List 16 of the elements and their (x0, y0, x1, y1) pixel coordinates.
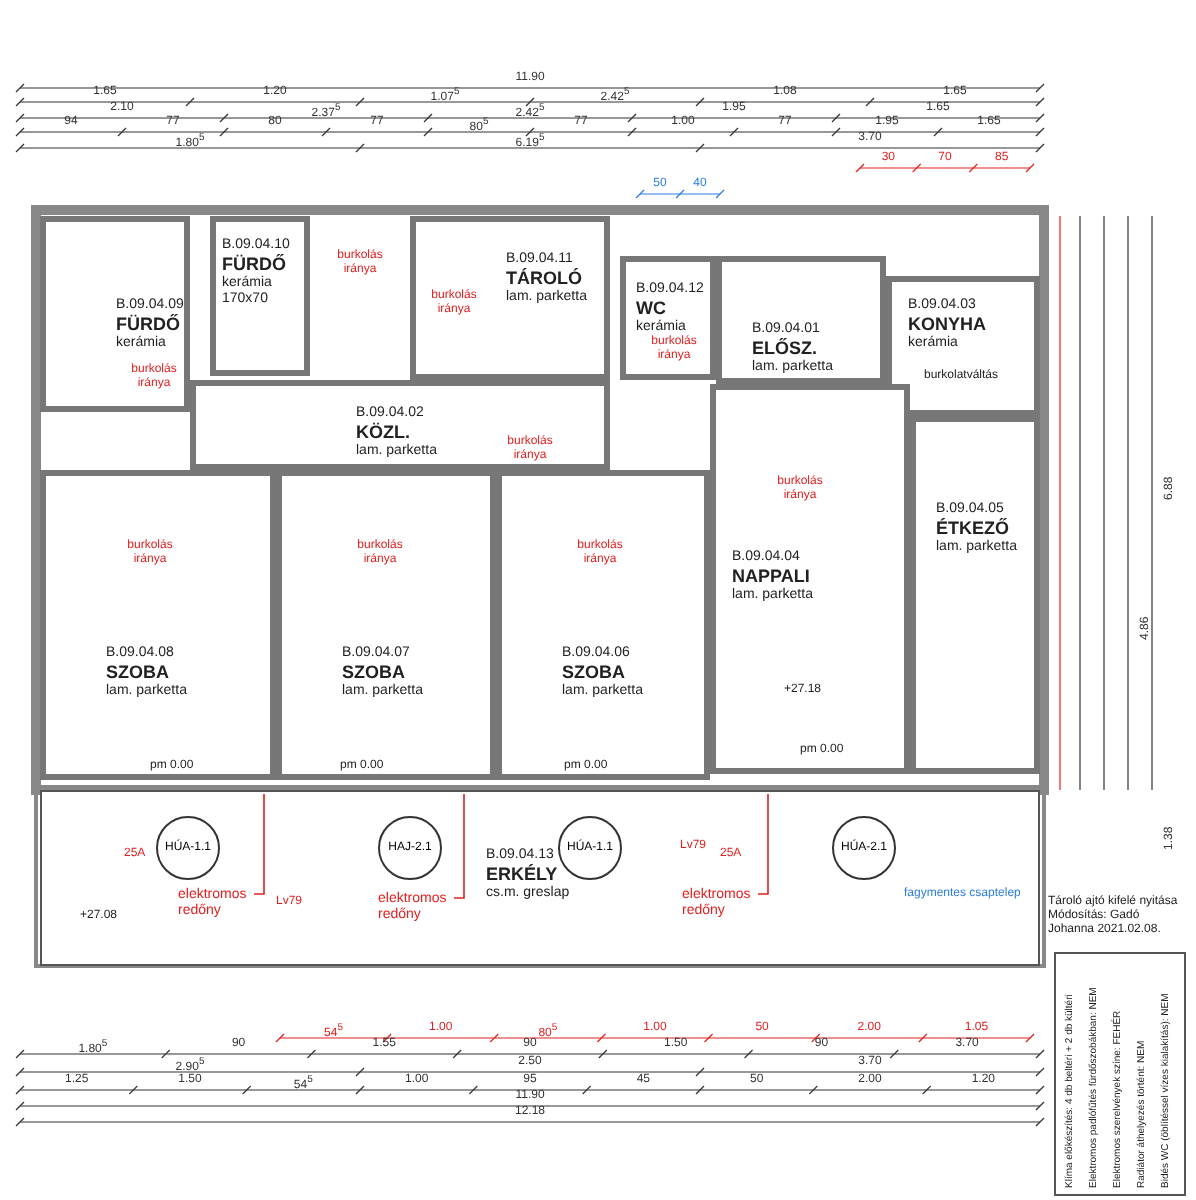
leader-line (757, 793, 769, 895)
balcony-area (40, 790, 1040, 966)
room-area (910, 416, 1040, 774)
room-area (210, 216, 310, 376)
room-area (276, 470, 496, 780)
room-area (190, 380, 610, 470)
room-area (496, 470, 710, 780)
room-area (40, 216, 190, 412)
room-area (716, 256, 886, 384)
room-area (710, 384, 910, 774)
room-area (886, 276, 1040, 416)
leader-line (253, 793, 265, 895)
leader-line (453, 793, 465, 899)
room-area (40, 470, 276, 780)
room-area (410, 216, 610, 380)
room-area (620, 256, 716, 380)
